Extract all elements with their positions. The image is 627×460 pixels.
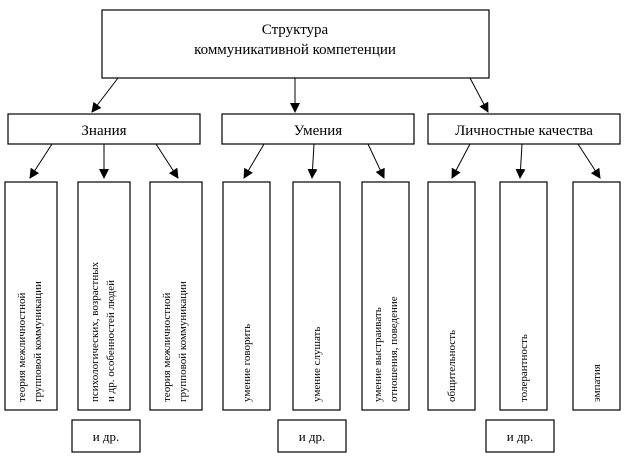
leaf-qualities-1: общительность bbox=[427, 181, 476, 411]
arrow-skills-to-item-1 bbox=[243, 143, 265, 179]
etc-qualities: и др. bbox=[485, 419, 555, 453]
leaf-qualities-2: толерантность bbox=[499, 181, 548, 411]
leaf-qualities-1-line-1: общительность bbox=[446, 330, 458, 402]
leaf-skills-1-line-1: умение говорить bbox=[241, 324, 253, 402]
arrow-skills-to-item-3 bbox=[367, 143, 385, 179]
arrow-qualities-to-item-3 bbox=[577, 143, 601, 179]
arrow-qualities-to-item-1 bbox=[451, 143, 471, 179]
leaf-skills-2: умение слушать bbox=[292, 181, 341, 411]
etc-knowledge: и др. bbox=[71, 419, 141, 453]
arrow-root-to-personal-qualities bbox=[469, 77, 489, 113]
arrow-qualities-to-item-2 bbox=[515, 143, 526, 179]
leaf-knowledge-1: теория межличностной групповой коммуника… bbox=[4, 181, 58, 411]
leaf-qualities-2-line-1: толерантность bbox=[518, 334, 530, 402]
category-skills: Умения bbox=[221, 113, 415, 145]
root-title-line-1: Структура bbox=[262, 22, 329, 38]
category-personal-qualities: Личностные качества bbox=[427, 113, 621, 145]
root-title-line-2: коммуникативной компетенции bbox=[194, 42, 396, 58]
category-knowledge-label: Знания bbox=[81, 123, 126, 139]
etc-skills: и др. bbox=[277, 419, 347, 453]
arrow-knowledge-to-item-3 bbox=[155, 143, 179, 179]
leaf-knowledge-3-line-2: групповой коммуникации bbox=[177, 281, 189, 402]
category-personal-qualities-label: Личностные качества bbox=[455, 123, 593, 139]
leaf-skills-2-line-1: умение слушать bbox=[311, 327, 323, 402]
category-skills-label: Умения bbox=[294, 123, 343, 139]
leaf-skills-1: умение говорить bbox=[222, 181, 271, 411]
arrow-skills-to-item-2 bbox=[307, 143, 318, 179]
leaf-knowledge-2-line-1: психологических, возрастных bbox=[89, 261, 101, 402]
etc-skills-label: и др. bbox=[299, 429, 326, 444]
leaf-knowledge-1-line-1: теория межличностной bbox=[16, 293, 28, 402]
leaf-knowledge-1-line-2: групповой коммуникации bbox=[32, 281, 44, 402]
leaf-knowledge-3-line-1: теория межличностной bbox=[161, 293, 173, 402]
etc-knowledge-label: и др. bbox=[93, 429, 120, 444]
arrow-root-to-knowledge bbox=[91, 77, 119, 113]
root-node: Структура коммуникативной компетенции bbox=[101, 9, 490, 79]
arrow-knowledge-to-item-1 bbox=[29, 143, 53, 179]
category-knowledge: Знания bbox=[7, 113, 201, 145]
leaf-knowledge-2-line-2: и др. особенностей людей bbox=[105, 280, 117, 402]
leaf-skills-3-line-1: умение выстраивать bbox=[372, 307, 384, 402]
leaf-qualities-3: эмпатия bbox=[572, 181, 621, 411]
leaf-skills-3-line-2: отношения, поведение bbox=[388, 296, 400, 402]
etc-qualities-label: и др. bbox=[507, 429, 534, 444]
leaf-knowledge-2: психологических, возрастных и др. особен… bbox=[77, 181, 131, 411]
leaf-qualities-3-line-1: эмпатия bbox=[591, 364, 603, 402]
leaf-knowledge-3: теория межличностной групповой коммуника… bbox=[149, 181, 203, 411]
leaf-skills-3: умение выстраивать отношения, поведение bbox=[361, 181, 410, 411]
